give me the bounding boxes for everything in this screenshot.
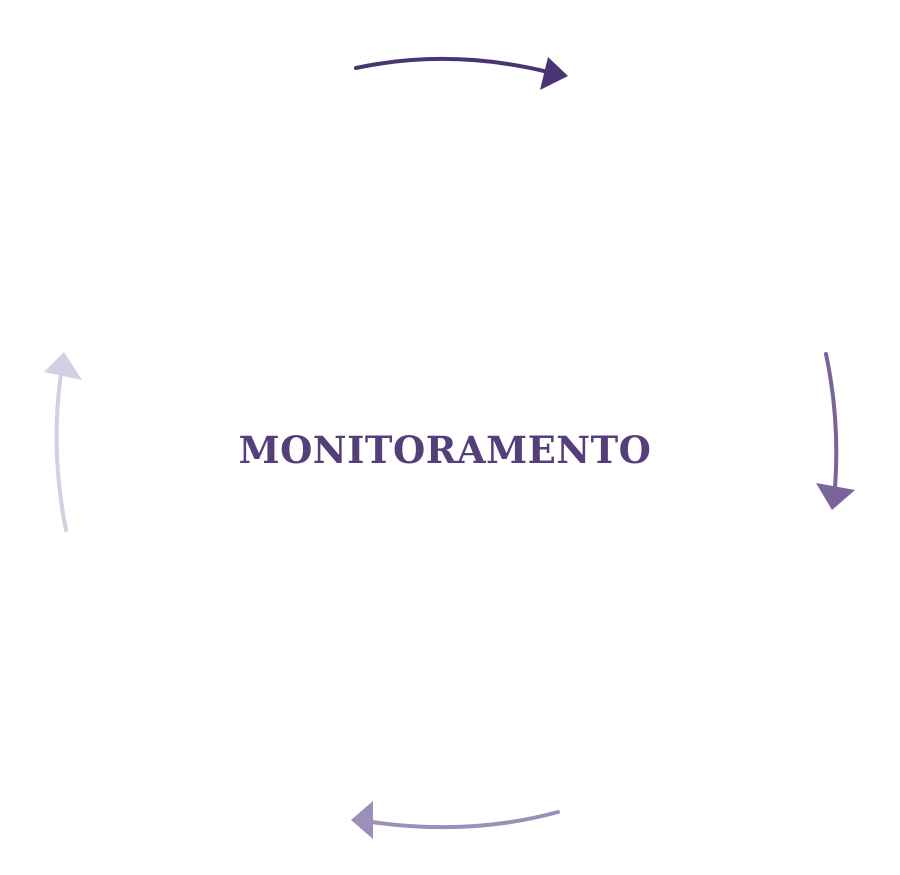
arrow-bottom-curve bbox=[370, 810, 560, 830]
center-label: MONITORAMENTO bbox=[238, 428, 652, 472]
arrow-down-icon bbox=[816, 352, 855, 510]
arrow-top-head bbox=[540, 57, 568, 90]
arrow-left-icon bbox=[351, 801, 560, 839]
arrow-right-curve bbox=[824, 352, 839, 490]
arrow-bottom-head bbox=[351, 801, 373, 839]
arrow-right-icon bbox=[354, 56, 568, 90]
arrow-left-curve bbox=[54, 372, 68, 532]
arrow-top-curve bbox=[354, 56, 550, 74]
arrow-right-head bbox=[816, 483, 855, 510]
arrow-left-head bbox=[44, 352, 82, 380]
arrow-up-icon bbox=[44, 352, 82, 532]
